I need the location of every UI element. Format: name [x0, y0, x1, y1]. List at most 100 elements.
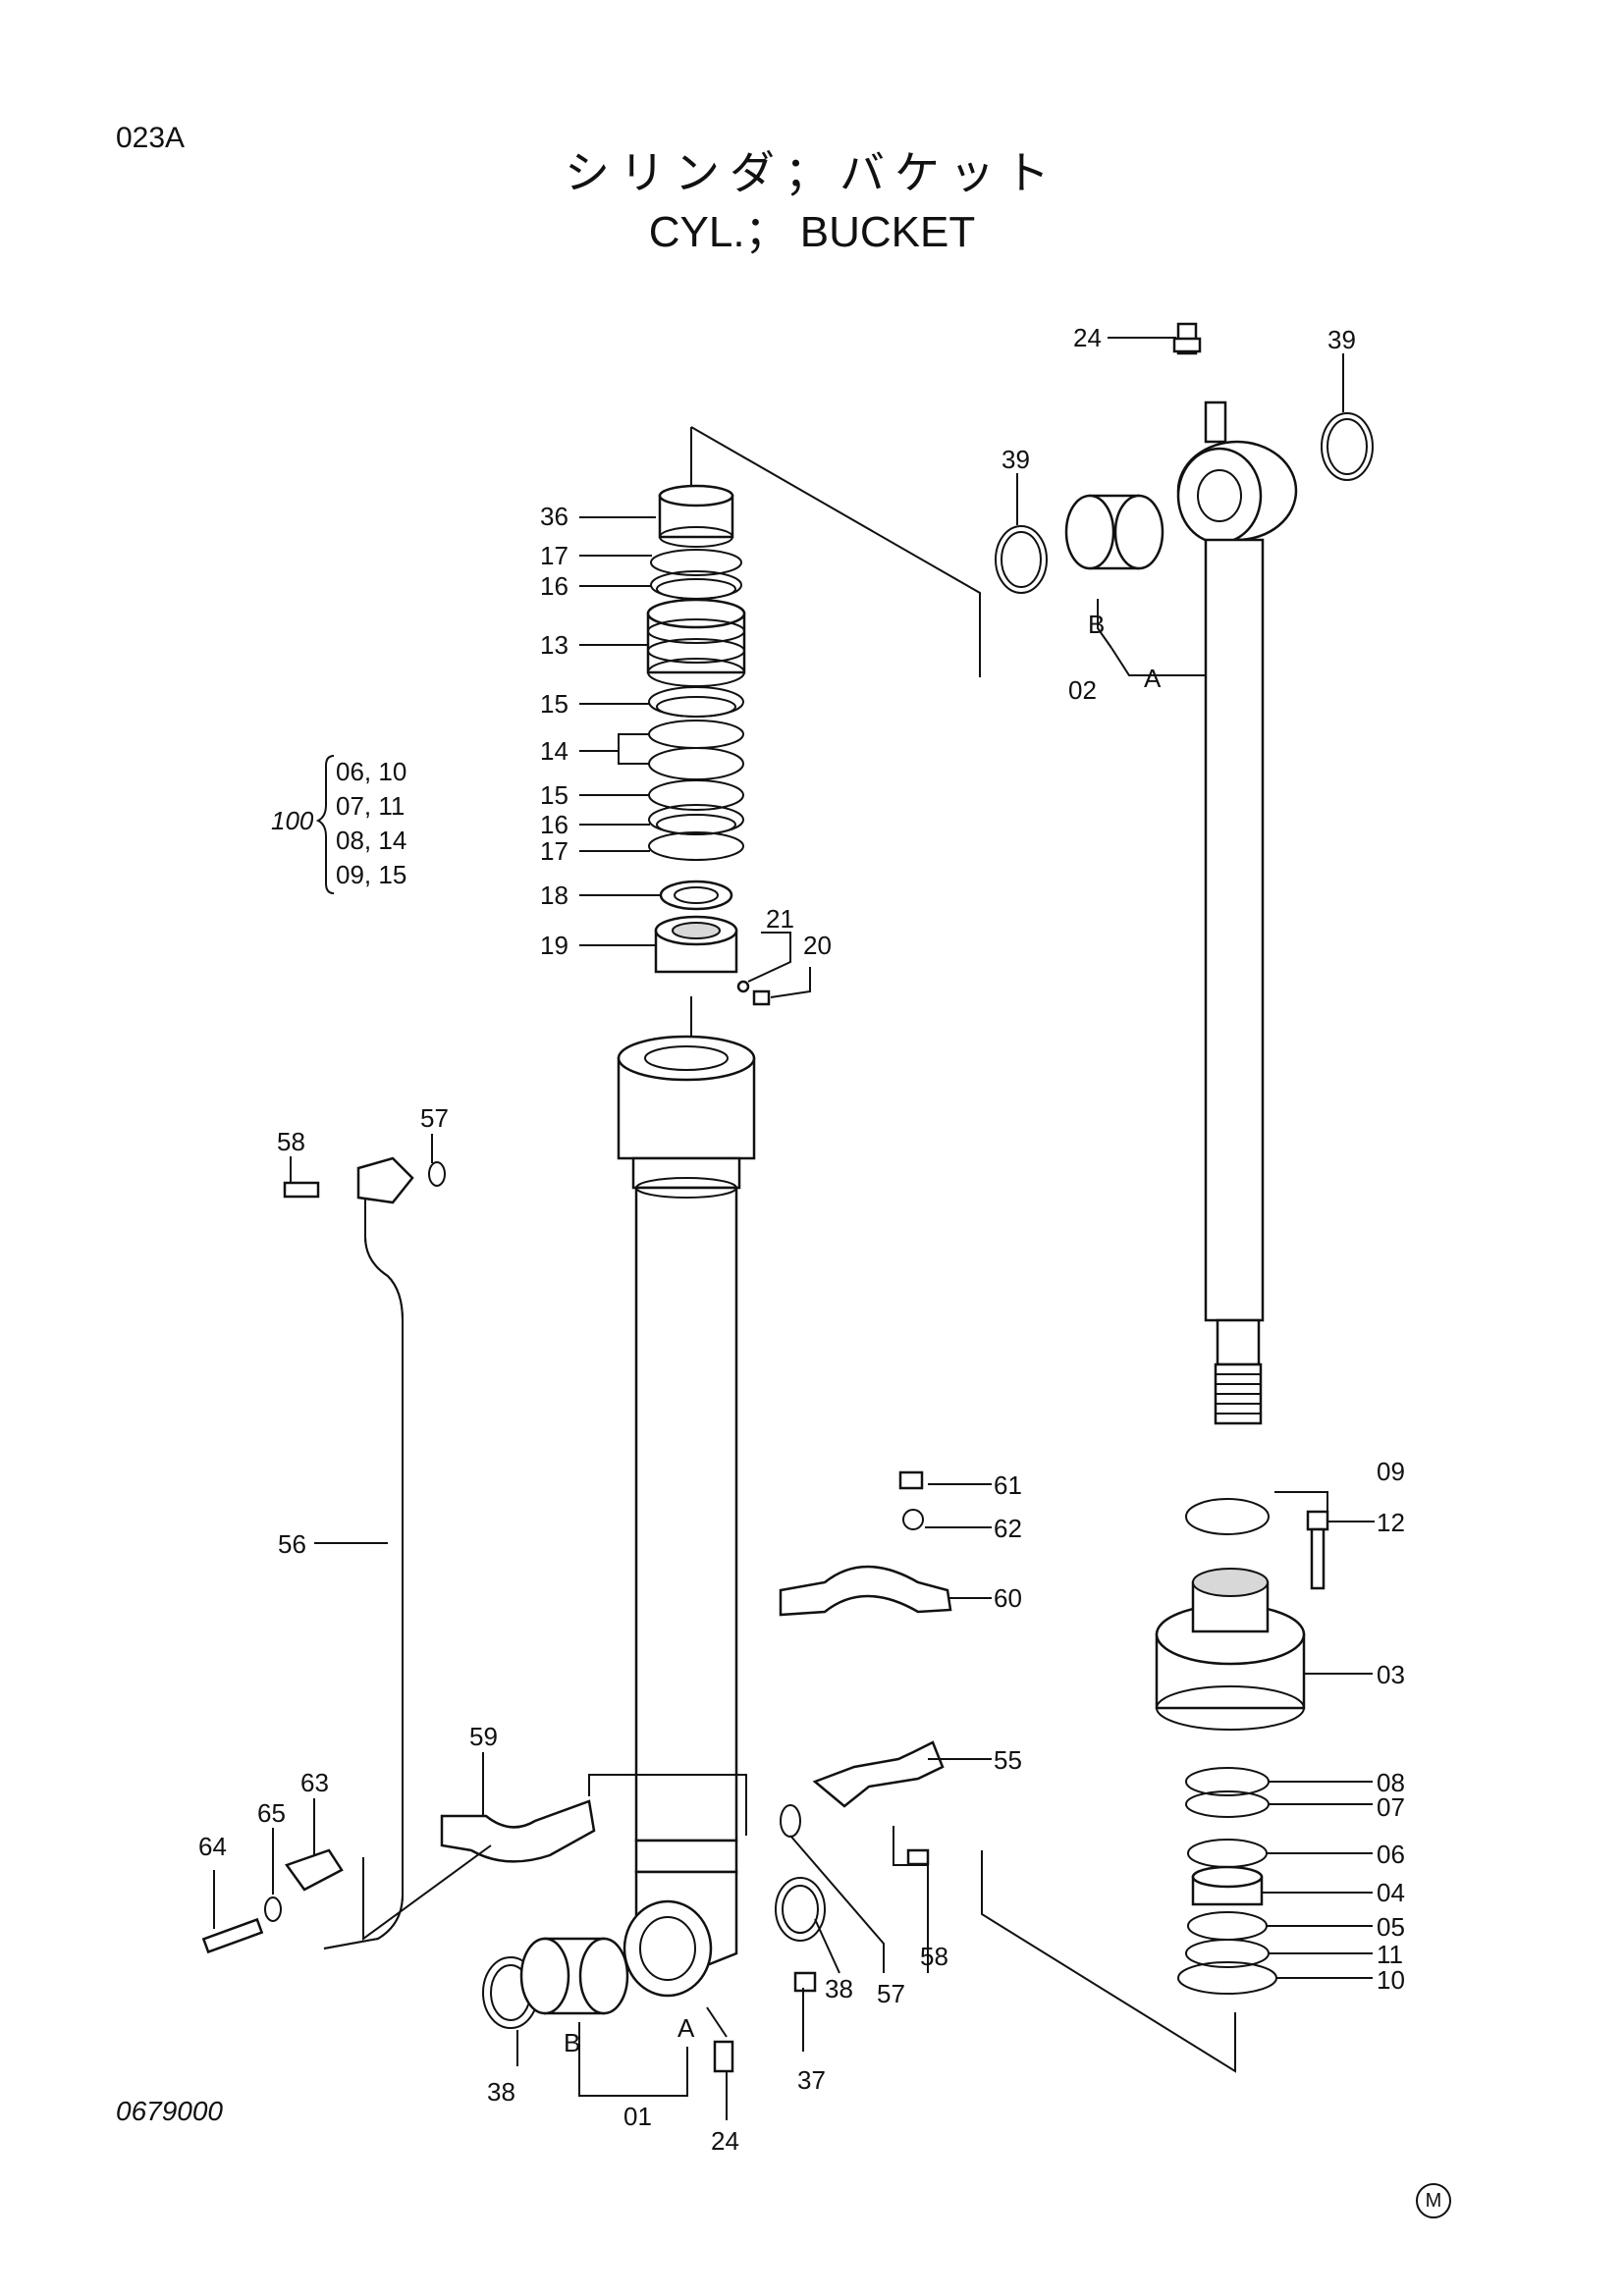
- part-62-washer: [902, 1509, 924, 1530]
- part-57-oring-top: [428, 1161, 446, 1187]
- callout-57-top: 57: [420, 1103, 449, 1133]
- callout-59: 59: [469, 1722, 498, 1751]
- callout-15-lower: 15: [540, 780, 568, 810]
- part-38-seal-right: [775, 1877, 826, 1942]
- part-64-bolt: [201, 1917, 264, 1954]
- callout-06: 06: [1377, 1840, 1405, 1869]
- callout-24-bottom: 24: [711, 2126, 739, 2156]
- kit-number: 100: [271, 806, 314, 835]
- callout-A-tube: A: [677, 2013, 695, 2043]
- part-24-grease-nipple-top: [1172, 322, 1202, 355]
- part-pipe-flange-top: [356, 1156, 414, 1204]
- callout-08: 08: [1377, 1768, 1405, 1797]
- callout-A-rod: A: [1144, 664, 1162, 693]
- part-06-ring: [1187, 1839, 1268, 1868]
- callout-61: 61: [994, 1470, 1022, 1500]
- callout-36: 36: [540, 502, 568, 531]
- leader-head-assembly: [981, 1850, 1236, 2073]
- callout-16-lower: 16: [540, 810, 568, 839]
- callout-17-upper: 17: [540, 541, 568, 570]
- callout-21: 21: [766, 904, 794, 934]
- kit-member-3: 08, 14: [336, 826, 406, 855]
- part-13-piston: [646, 598, 746, 687]
- part-tube-bushing: [519, 1937, 629, 2015]
- callout-58-top: 58: [277, 1127, 305, 1156]
- callout-39-left: 39: [1001, 445, 1030, 474]
- callout-11: 11: [1377, 1940, 1403, 1969]
- part-58-bolt-right: [906, 1848, 930, 1866]
- callout-09: 09: [1377, 1457, 1405, 1486]
- part-05-ring: [1187, 1911, 1268, 1941]
- callout-17-lower: 17: [540, 836, 568, 866]
- part-01-cylinder-tube: [617, 1035, 756, 1998]
- callout-19: 19: [540, 931, 568, 960]
- callout-65: 65: [257, 1798, 286, 1828]
- callout-37: 37: [797, 2065, 826, 2095]
- part-57-oring-right: [780, 1804, 801, 1838]
- callout-07: 07: [1377, 1792, 1405, 1822]
- drawing-number: 0679000: [116, 2096, 224, 2126]
- part-37-plug: [793, 1971, 817, 1993]
- part-12-bolt: [1306, 1510, 1329, 1590]
- part-14-ring-pair: [648, 720, 744, 780]
- page-code: 023A: [116, 122, 186, 154]
- callout-16-upper: 16: [540, 571, 568, 601]
- callout-04: 04: [1377, 1878, 1405, 1907]
- callout-60: 60: [994, 1583, 1022, 1613]
- callout-12: 12: [1377, 1508, 1405, 1537]
- part-09-ring: [1185, 1498, 1270, 1535]
- part-20-setscrew: [752, 989, 771, 1006]
- part-63-block: [285, 1848, 344, 1892]
- callout-55: 55: [994, 1745, 1022, 1775]
- callout-02: 02: [1068, 675, 1097, 705]
- callout-57-right: 57: [877, 1979, 905, 2008]
- part-36-bushing: [658, 484, 734, 548]
- callout-38-right: 38: [825, 1974, 853, 2003]
- part-17-ring-upper: [650, 549, 742, 576]
- part-04-bushing: [1191, 1865, 1264, 1906]
- callout-64: 64: [198, 1832, 227, 1861]
- callout-B-tube: B: [564, 2028, 580, 2057]
- callout-56: 56: [278, 1529, 306, 1559]
- part-61-bolt: [898, 1470, 924, 1490]
- part-55-pipe: [812, 1740, 945, 1808]
- part-03-head: [1155, 1568, 1306, 1731]
- part-19-nut: [654, 915, 738, 974]
- part-39-seal-left: [995, 525, 1048, 594]
- callout-10: 10: [1377, 1965, 1405, 1995]
- kit-member-2: 07, 11: [336, 791, 405, 821]
- part-39-seal-right: [1321, 412, 1374, 481]
- callout-24-top: 24: [1073, 323, 1102, 352]
- leader-lines: [213, 337, 1375, 2120]
- callout-20: 20: [803, 931, 832, 960]
- callout-15-upper: 15: [540, 689, 568, 719]
- callout-18: 18: [540, 881, 568, 910]
- part-65-oring: [264, 1896, 282, 1922]
- kit-member-1: 06, 10: [336, 757, 406, 786]
- part-21-ball: [736, 980, 750, 993]
- part-15-ring-upper: [648, 686, 744, 718]
- callout-62: 62: [994, 1514, 1022, 1543]
- part-18-washer: [659, 880, 733, 911]
- callout-03: 03: [1377, 1660, 1405, 1689]
- callout-05: 05: [1377, 1912, 1405, 1942]
- part-56-pipe: [323, 1188, 404, 1949]
- part-02-piston-rod: [1176, 400, 1298, 1425]
- leader-stack-to-rod: [690, 426, 981, 677]
- part-58-bolt-top: [283, 1181, 320, 1199]
- mark-symbol: M: [1416, 2183, 1451, 2218]
- part-17-ring-lower: [648, 831, 744, 861]
- callout-39-right: 39: [1327, 325, 1356, 354]
- title-japanese: シリンダ；バケット: [565, 146, 1059, 199]
- kit-member-4: 09, 15: [336, 860, 406, 889]
- callout-B-rod: B: [1088, 610, 1105, 639]
- kit-brace: [315, 755, 335, 894]
- part-rod-bushing: [1064, 494, 1164, 570]
- callout-14: 14: [540, 736, 568, 766]
- part-60-clamp: [779, 1565, 952, 1617]
- callout-63: 63: [300, 1768, 329, 1797]
- callout-38-left: 38: [487, 2077, 515, 2107]
- callout-01: 01: [623, 2102, 652, 2131]
- part-59-clamp: [440, 1799, 596, 1863]
